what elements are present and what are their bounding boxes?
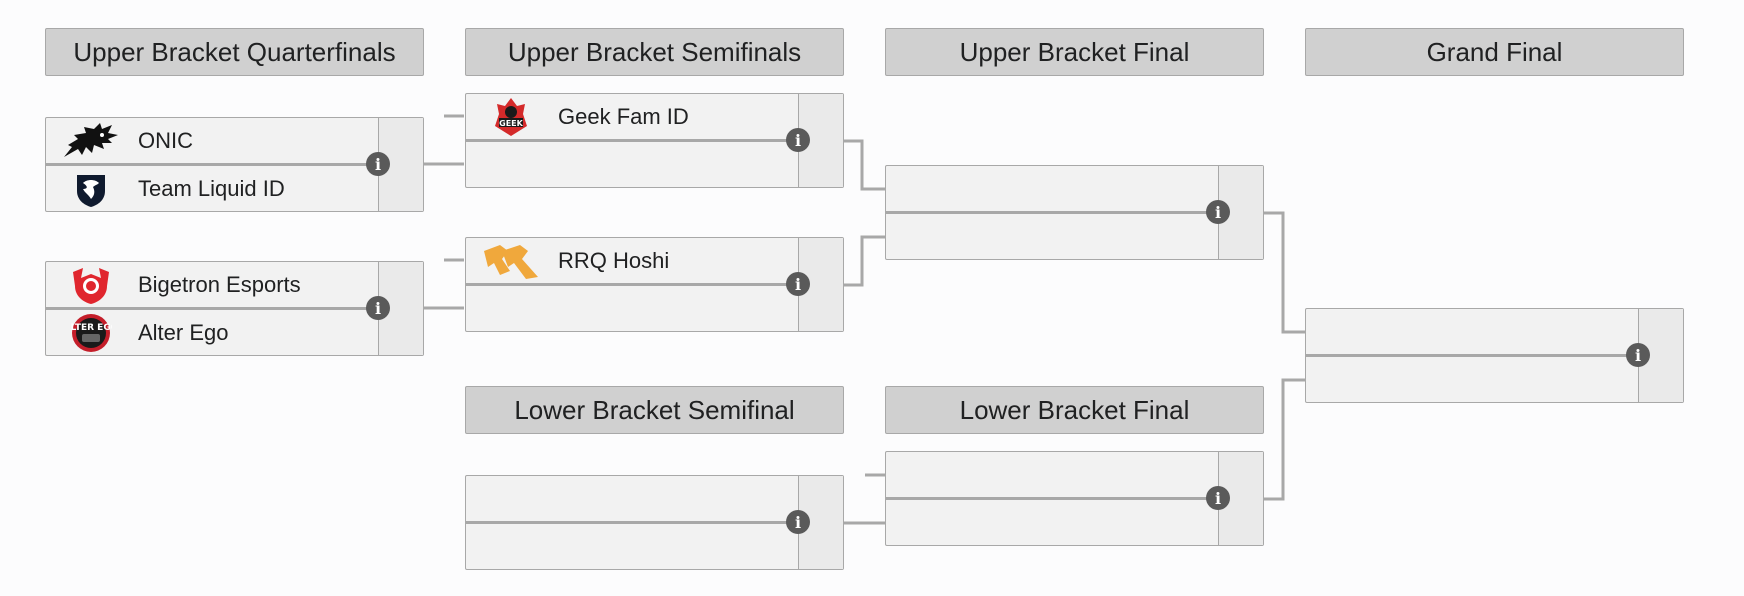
onic-logo [60,118,122,163]
svg-text:GEEK: GEEK [499,119,523,128]
match-divider [886,497,1263,500]
match-ub-qf1: ONIC Team Liquid ID i [45,117,424,212]
team-slot[interactable]: ONIC [46,118,379,163]
team-slot[interactable]: RRQ Hoshi [466,238,799,283]
team-slot[interactable] [886,452,1219,497]
round-header-ub-final: Upper Bracket Final [885,28,1264,76]
rrq-logo [480,238,542,283]
round-header-grand-final: Grand Final [1305,28,1684,76]
info-icon[interactable]: i [366,152,390,176]
geek-fam-logo: GEEK [480,94,542,139]
match-ub-sf1: GEEK Geek Fam ID i [465,93,844,188]
round-header-lb-semifinal: Lower Bracket Semifinal [465,386,844,434]
info-icon[interactable]: i [786,128,810,152]
match-lb-semifinal: i [465,475,844,570]
team-slot[interactable] [466,286,799,331]
round-header-ub-quarterfinals: Upper Bracket Quarterfinals [45,28,424,76]
match-grand-final: i [1305,308,1684,403]
match-divider [46,163,423,166]
connector-sf1-ubf [843,139,885,191]
match-ub-qf2: Bigetron Esports ALTER EGO Alter Ego i [45,261,424,356]
info-icon[interactable]: i [1626,343,1650,367]
match-divider [1306,354,1683,357]
team-name: Bigetron Esports [138,271,301,297]
info-icon[interactable]: i [1206,200,1230,224]
info-icon[interactable]: i [786,272,810,296]
connector-lbf-gf [1263,378,1306,501]
team-slot[interactable] [886,214,1219,259]
match-ub-sf2: RRQ Hoshi i [465,237,844,332]
team-name: ONIC [138,127,193,153]
team-slot[interactable] [1306,357,1639,402]
team-slot[interactable]: GEEK Geek Fam ID [466,94,799,139]
team-name: Alter Ego [138,319,229,345]
team-slot[interactable]: ALTER EGO Alter Ego [46,310,379,355]
match-divider [886,211,1263,214]
match-divider [46,307,423,310]
team-name: Team Liquid ID [138,175,285,201]
info-icon[interactable]: i [1206,486,1230,510]
match-divider [466,139,843,142]
connector-ubf-gf [1263,211,1306,334]
team-slot[interactable]: Team Liquid ID [46,166,379,211]
team-slot[interactable]: Bigetron Esports [46,262,379,307]
match-divider [466,283,843,286]
bigetron-logo [60,262,122,307]
team-slot[interactable] [886,166,1219,211]
team-slot[interactable] [466,142,799,187]
alter-ego-logo: ALTER EGO [60,310,122,355]
match-divider [466,521,843,524]
svg-text:ALTER EGO: ALTER EGO [70,323,112,333]
connector-sf2-ubf [843,235,885,287]
round-header-lb-final: Lower Bracket Final [885,386,1264,434]
match-lb-final: i [885,451,1264,546]
round-header-ub-semifinals: Upper Bracket Semifinals [465,28,844,76]
info-icon[interactable]: i [786,510,810,534]
match-ub-final: i [885,165,1264,260]
team-slot[interactable] [886,500,1219,545]
info-icon[interactable]: i [366,296,390,320]
team-slot[interactable] [466,524,799,569]
team-slot[interactable] [466,476,799,521]
team-name: RRQ Hoshi [558,247,670,273]
team-name: Geek Fam ID [558,103,689,129]
team-liquid-logo [60,166,122,211]
team-slot[interactable] [1306,309,1639,354]
